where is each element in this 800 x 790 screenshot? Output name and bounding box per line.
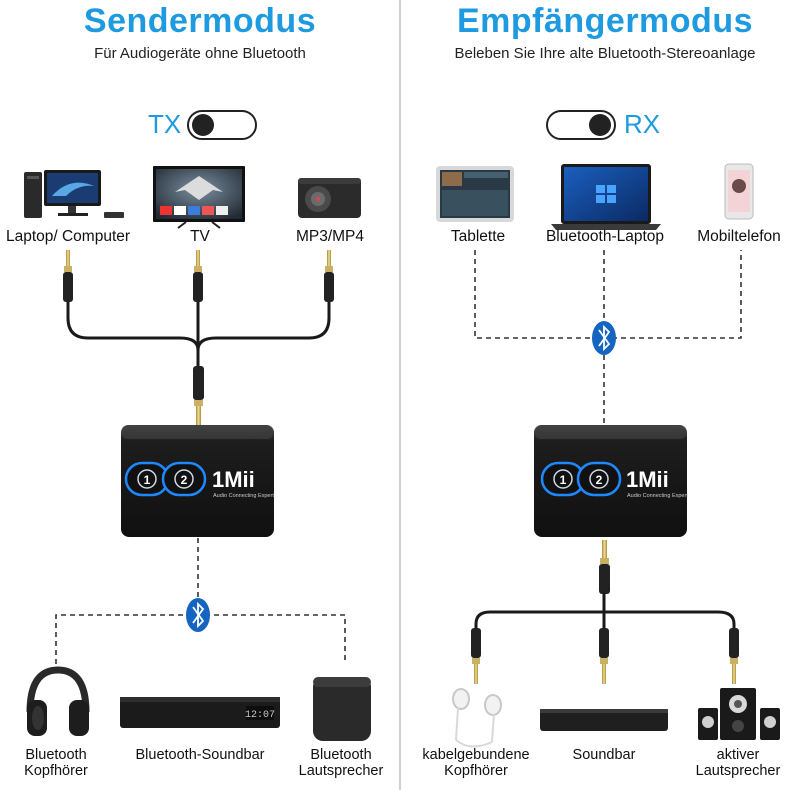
rx-label: RX <box>624 109 661 139</box>
output-label-line1: Bluetooth-Soundbar <box>135 747 265 763</box>
aux-plug-mp3-icon <box>324 250 334 302</box>
rx-toggle[interactable] <box>546 110 616 140</box>
laptop-icon <box>551 164 661 230</box>
bluetooth-speaker-icon <box>313 677 371 741</box>
bluetooth-icon <box>592 321 616 355</box>
output-label-line1: Soundbar <box>572 747 636 763</box>
tv-icon <box>153 166 245 229</box>
aux-plug-speakers-icon <box>729 628 739 684</box>
svg-text:Audio Connecting Expert: Audio Connecting Expert <box>627 493 688 499</box>
aux-cable-left <box>66 298 331 370</box>
output-label-line2: Lautsprecher <box>298 763 384 779</box>
toggle-knob <box>192 114 214 136</box>
source-label-laptop-computer: Laptop/ Computer <box>5 228 131 245</box>
svg-text:1: 1 <box>144 473 151 487</box>
output-label-line1: Bluetooth <box>310 747 372 763</box>
sender-mode-subtitle: Für Audiogeräte ohne Bluetooth <box>94 45 306 62</box>
sender-mode-title: Sendermodus <box>83 2 317 40</box>
source-label-mp3: MP3/MP4 <box>295 228 365 245</box>
aux-plug-device-output-icon <box>599 540 610 594</box>
output-label-line2: Kopfhörer <box>24 763 88 779</box>
mp3-player-icon <box>298 178 361 218</box>
svg-text:1Mii: 1Mii <box>212 467 255 492</box>
source-label-mobile-phone: Mobiltelefon <box>697 228 781 245</box>
column-divider <box>399 0 401 790</box>
soundbar-icon <box>540 709 668 731</box>
transmitter-device-left: 1 2 1Mii Audio Connecting Expert <box>121 425 274 537</box>
output-label-line1: kabelgebundene <box>422 747 530 763</box>
output-label-active-speakers: aktiver Lautsprecher <box>676 747 800 779</box>
headphones-icon <box>26 666 90 736</box>
output-label-line2: Kopfhörer <box>444 763 508 779</box>
svg-text:Audio Connecting Expert: Audio Connecting Expert <box>213 493 274 499</box>
tx-toggle[interactable] <box>187 110 257 140</box>
svg-text:1Mii: 1Mii <box>626 467 669 492</box>
aux-plug-tv-icon <box>193 250 203 302</box>
toggle-knob <box>589 114 611 136</box>
bluetooth-soundbar-icon: 12:07 <box>120 697 280 728</box>
wired-earphones-icon <box>452 688 502 748</box>
aux-plug-soundbar-icon <box>599 628 609 684</box>
receiver-device-right: 1 2 1Mii Audio Connecting Expert <box>534 425 688 537</box>
receiver-mode-subtitle: Beleben Sie Ihre alte Bluetooth-Stereoan… <box>454 45 756 62</box>
output-label-soundbar-right: Soundbar <box>556 747 652 763</box>
bluetooth-icon <box>186 598 210 632</box>
output-label-speaker: Bluetooth Lautsprecher <box>292 747 390 779</box>
mobile-phone-icon <box>724 163 754 220</box>
svg-text:1: 1 <box>560 473 567 487</box>
output-label-wired-headphones: kabelgebundene Kopfhörer <box>414 747 538 779</box>
receiver-mode-title: Empfängermodus <box>456 2 754 40</box>
soundbar-display: 12:07 <box>245 710 275 721</box>
output-label-line1: Bluetooth <box>25 747 87 763</box>
aux-plug-laptop-icon <box>63 250 73 302</box>
source-label-bluetooth-laptop: Bluetooth-Laptop <box>545 228 665 245</box>
active-speakers-icon <box>698 688 780 740</box>
output-label-headphones: Bluetooth Kopfhörer <box>10 747 102 779</box>
output-label-line1: aktiver Lautsprecher <box>695 747 781 779</box>
output-label-soundbar: Bluetooth-Soundbar <box>122 747 278 763</box>
desktop-computer-icon <box>24 170 124 218</box>
aux-cable-right <box>474 592 736 632</box>
aux-plug-device-input-icon <box>193 366 204 426</box>
source-label-tv: TV <box>190 228 210 245</box>
tablet-icon <box>436 166 514 222</box>
svg-text:2: 2 <box>596 473 603 487</box>
svg-text:2: 2 <box>181 473 188 487</box>
aux-plug-headphones-icon <box>471 628 481 684</box>
source-label-tablet: Tablette <box>450 228 506 245</box>
tx-label: TX <box>148 109 182 139</box>
